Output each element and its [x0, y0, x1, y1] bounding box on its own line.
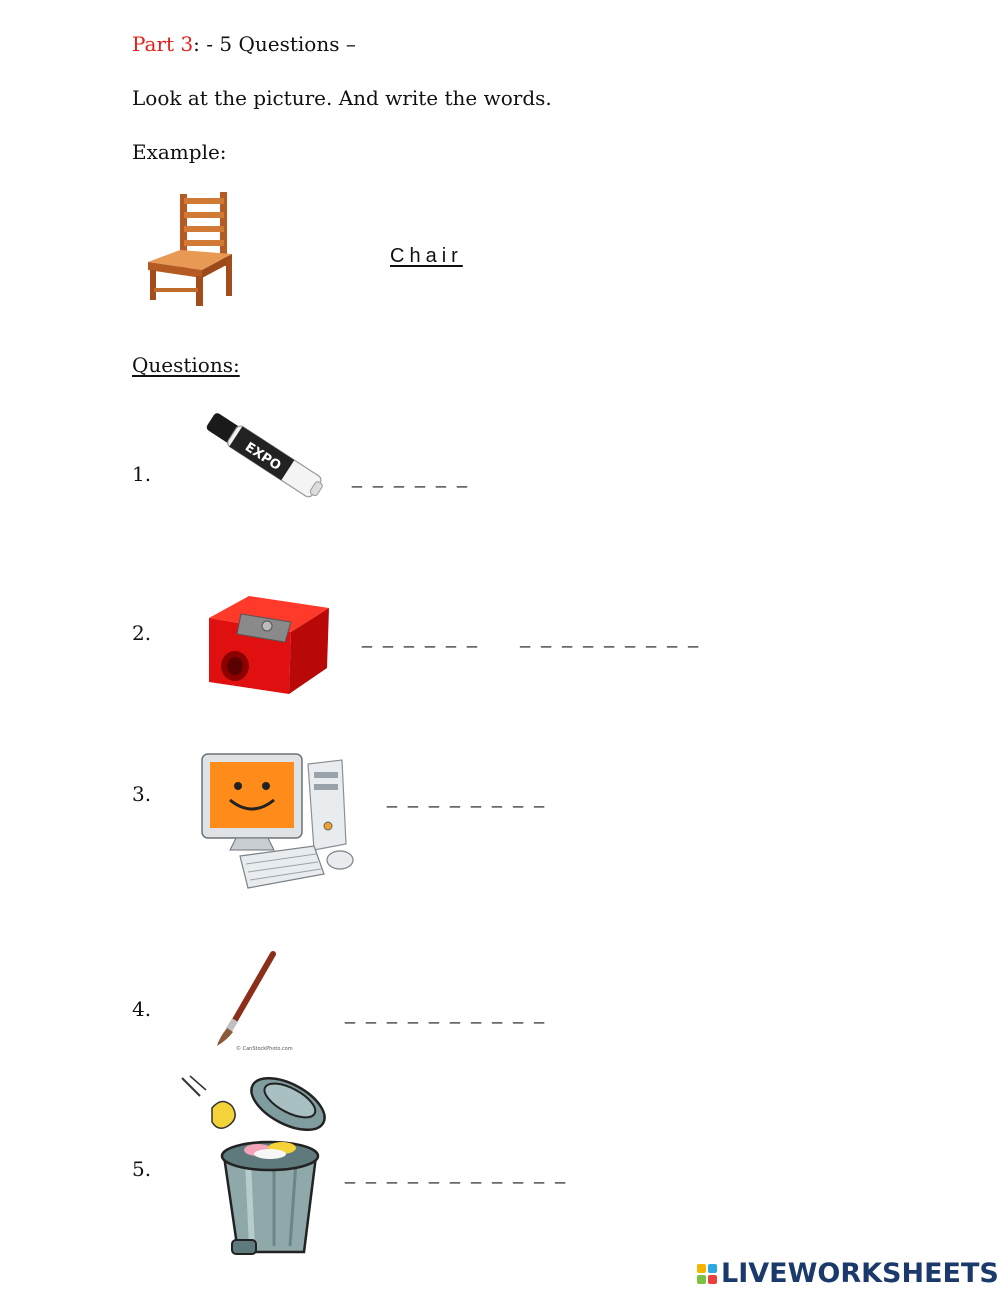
paintbrush-icon: [205, 950, 285, 1050]
question-number: 1.: [132, 462, 152, 486]
answer-blank[interactable]: _ _ _ _ _ _: [352, 468, 471, 488]
answer-blank[interactable]: _ _ _ _ _ _ _ _ _ _ _ _ _ _ _: [362, 628, 702, 648]
image-credit: © CanStockPhoto.com: [236, 1046, 293, 1052]
question-number: 5.: [132, 1157, 152, 1181]
questions-heading: Questions:: [132, 353, 240, 377]
answer-blank[interactable]: _ _ _ _ _ _ _ _: [387, 788, 548, 808]
liveworksheets-logo[interactable]: LIVEWORKSHEETS: [697, 1258, 999, 1289]
logo-grid-icon: [697, 1263, 717, 1284]
marker-icon: EXPO: [196, 404, 336, 508]
example-answer: Chair: [390, 245, 463, 267]
example-label: Example:: [132, 140, 227, 164]
logo-square-yellow: [697, 1263, 706, 1273]
answer-blank[interactable]: _ _ _ _ _ _ _ _ _ _ _: [345, 1164, 569, 1184]
answer-blank[interactable]: _ _ _ _ _ _ _ _ _ _: [345, 1004, 548, 1024]
logo-square-green: [697, 1274, 706, 1284]
pencil-sharpener-icon: [205, 590, 335, 696]
instruction-text: Look at the picture. And write the words…: [132, 86, 552, 110]
logo-square-red: [708, 1274, 717, 1284]
chair-icon: [140, 190, 240, 308]
trash-can-icon: [178, 1074, 334, 1262]
computer-icon: [196, 748, 358, 896]
question-number: 3.: [132, 782, 152, 806]
part-title: Part 3: - 5 Questions –: [132, 32, 356, 56]
logo-square-blue: [708, 1263, 717, 1273]
part-subtitle: : - 5 Questions –: [193, 32, 356, 56]
question-number: 4.: [132, 997, 152, 1021]
question-number: 2.: [132, 621, 152, 645]
brand-name: LIVEWORKSHEETS: [721, 1258, 999, 1289]
part-label: Part 3: [132, 32, 194, 56]
